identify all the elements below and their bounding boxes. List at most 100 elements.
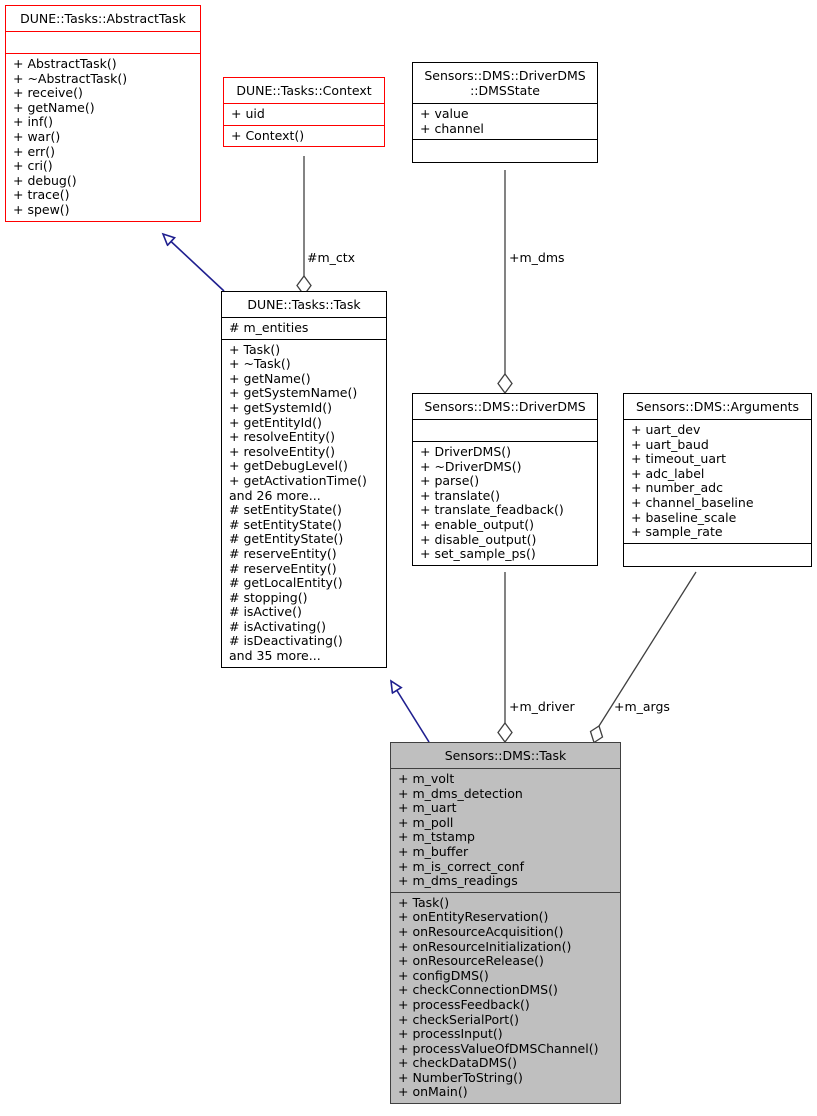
class-member: + ~DriverDMS(): [420, 458, 522, 474]
class-member: # getEntityState(): [229, 531, 344, 547]
edge-aggregation-m-driver: [497, 572, 513, 744]
class-member: + resolveEntity(): [229, 443, 335, 459]
class-member: + getActivationTime(): [229, 472, 367, 488]
class-title-dmsstate: Sensors::DMS::DriverDMS ::DMSState: [413, 63, 597, 104]
class-member: + checkSerialPort(): [398, 1011, 519, 1027]
class-attributes-abstracttask: [6, 32, 200, 54]
class-operations-arguments: [624, 544, 811, 566]
class-member: + translate(): [420, 487, 501, 503]
class-attributes-dms-task: + m_volt+ m_dms_detection+ m_uart+ m_pol…: [391, 769, 620, 893]
class-member: + getSystemName(): [229, 385, 358, 401]
class-member: + uart_baud: [631, 436, 709, 452]
class-member: + resolveEntity(): [229, 429, 335, 445]
class-member: # getLocalEntity(): [229, 575, 343, 591]
class-member: + processInput(): [398, 1026, 503, 1042]
class-member: + trace(): [13, 187, 70, 203]
class-member: + m_buffer: [398, 843, 469, 859]
class-member: + getName(): [229, 370, 311, 386]
class-member: + inf(): [13, 114, 53, 130]
class-member: + Context(): [231, 127, 305, 143]
class-member: + AbstractTask(): [13, 56, 117, 71]
class-attributes-context: + uid: [224, 104, 384, 126]
class-member: + receive(): [13, 85, 83, 101]
class-member: + onResourceInitialization(): [398, 938, 572, 954]
class-member: + getDebugLevel(): [229, 458, 348, 474]
class-member: + war(): [13, 128, 61, 144]
class-operations-dune-task: + Task()+ ~Task()+ getName()+ getSystemN…: [222, 340, 386, 667]
class-attributes-arguments: + uart_dev+ uart_baud+ timeout_uart+ adc…: [624, 420, 811, 544]
class-member: + channel_baseline: [631, 494, 754, 510]
class-member: + m_volt: [398, 771, 455, 786]
class-member: + processFeedback(): [398, 996, 530, 1012]
class-title-dune-task: DUNE::Tasks::Task: [222, 292, 386, 318]
class-attributes-dmsstate: + value+ channel: [413, 104, 597, 141]
edge-label-m-args: +m_args: [614, 699, 670, 714]
class-box-dune-tasks-task[interactable]: DUNE::Tasks::Task # m_entities + Task()+…: [221, 291, 387, 668]
class-member: + ~Task(): [229, 356, 291, 372]
class-member: + getName(): [13, 99, 95, 115]
class-member: + set_sample_ps(): [420, 546, 536, 562]
class-member: + timeout_uart: [631, 451, 727, 467]
class-title-abstracttask: DUNE::Tasks::AbstractTask: [6, 6, 200, 32]
class-member: + onMain(): [398, 1084, 468, 1100]
class-member: + adc_label: [631, 465, 705, 481]
class-operations-driverdms: + DriverDMS()+ ~DriverDMS()+ parse()+ tr…: [413, 442, 597, 565]
edge-aggregation-m-ctx: [296, 156, 312, 297]
class-member: + m_dms_readings: [398, 873, 518, 889]
class-member: + m_uart: [398, 800, 457, 816]
class-member: + err(): [13, 143, 55, 159]
class-box-dune-tasks-abstracttask[interactable]: DUNE::Tasks::AbstractTask + AbstractTask…: [5, 5, 201, 222]
edge-label-m-dms: +m_dms: [509, 250, 565, 265]
class-member: + cri(): [13, 158, 53, 174]
class-member: + m_poll: [398, 814, 454, 830]
class-box-sensors-dms-driverdms-dmsstate[interactable]: Sensors::DMS::DriverDMS ::DMSState + val…: [412, 62, 598, 164]
class-member: # reserveEntity(): [229, 560, 337, 576]
class-title-driverdms: Sensors::DMS::DriverDMS: [413, 394, 597, 420]
class-member: + ~AbstractTask(): [13, 70, 128, 86]
class-member: # reserveEntity(): [229, 545, 337, 561]
class-member: + DriverDMS(): [420, 444, 512, 459]
class-member: and 35 more...: [229, 648, 321, 664]
class-member: + Task(): [229, 341, 281, 357]
class-box-sensors-dms-driverdms[interactable]: Sensors::DMS::DriverDMS + DriverDMS()+ ~…: [412, 393, 598, 566]
class-member: + baseline_scale: [631, 509, 737, 525]
class-operations-dmsstate: [413, 140, 597, 162]
class-title-arguments: Sensors::DMS::Arguments: [624, 394, 811, 420]
class-member: + Task(): [398, 894, 450, 910]
class-member: + onResourceRelease(): [398, 953, 544, 969]
class-member: + m_is_correct_conf: [398, 858, 524, 874]
class-member: + channel: [420, 120, 484, 136]
class-member: # isActivating(): [229, 618, 327, 634]
class-operations-abstracttask: + AbstractTask()+ ~AbstractTask()+ recei…: [6, 54, 200, 221]
class-member: + translate_feadback(): [420, 502, 564, 518]
class-member: # m_entities: [229, 320, 309, 335]
class-member: # setEntityState(): [229, 516, 342, 532]
class-member: # setEntityState(): [229, 502, 342, 518]
edge-inheritance-dmstask-dunetask: [391, 681, 430, 743]
class-member: + spew(): [13, 201, 70, 217]
edge-inheritance-task-abstracttask: [163, 234, 225, 292]
class-operations-context: + Context(): [224, 126, 384, 147]
class-member: + m_tstamp: [398, 829, 475, 845]
class-title-context: DUNE::Tasks::Context: [224, 78, 384, 104]
class-member: + getSystemId(): [229, 399, 332, 415]
class-title-dms-task: Sensors::DMS::Task: [391, 743, 620, 769]
edge-label-m-ctx: #m_ctx: [307, 250, 356, 265]
class-box-dune-tasks-context[interactable]: DUNE::Tasks::Context + uid + Context(): [223, 77, 385, 148]
class-member: + uid: [231, 106, 265, 121]
edge-aggregation-m-dms: [497, 170, 513, 395]
class-member: # isActive(): [229, 604, 302, 620]
class-member: + processValueOfDMSChannel(): [398, 1040, 599, 1056]
class-member: + onResourceAcquisition(): [398, 923, 564, 939]
class-member: + parse(): [420, 473, 480, 489]
class-member: # isDeactivating(): [229, 633, 343, 649]
class-member: + getEntityId(): [229, 414, 322, 430]
class-box-sensors-dms-task[interactable]: Sensors::DMS::Task + m_volt+ m_dms_detec…: [390, 742, 621, 1105]
class-member: + enable_output(): [420, 516, 535, 532]
class-box-sensors-dms-arguments[interactable]: Sensors::DMS::Arguments + uart_dev+ uart…: [623, 393, 812, 567]
class-attributes-driverdms: [413, 420, 597, 442]
class-operations-dms-task: + Task()+ onEntityReservation()+ onResou…: [391, 893, 620, 1103]
class-member: and 26 more...: [229, 487, 321, 503]
edge-label-m-driver: +m_driver: [509, 699, 575, 714]
